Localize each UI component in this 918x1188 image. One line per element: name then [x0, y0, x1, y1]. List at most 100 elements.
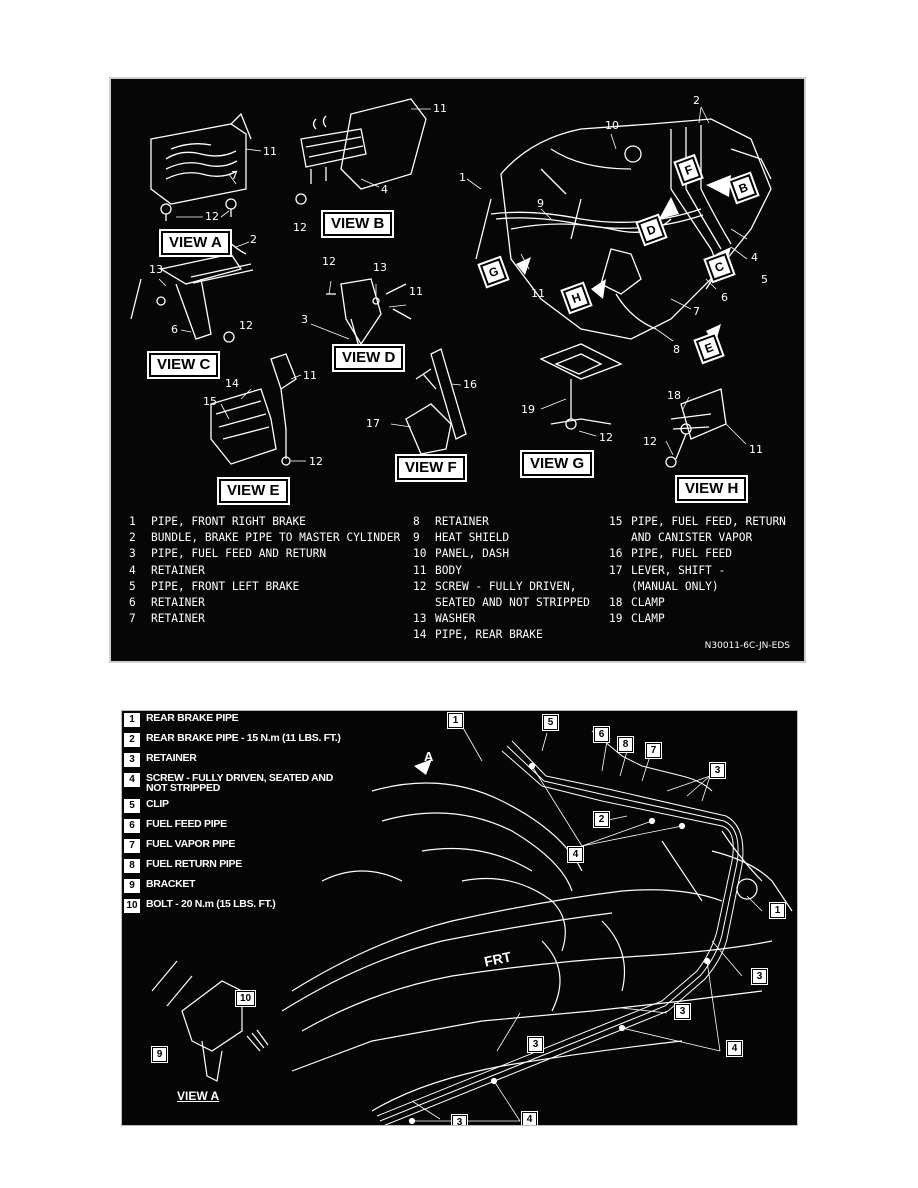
legend-number: 8 — [413, 515, 420, 528]
legend-text: RETAINER — [151, 596, 205, 610]
callout-number: 2 — [693, 94, 700, 107]
callout-tag: 9 — [151, 1046, 168, 1063]
legend-text: RETAINER — [151, 612, 205, 626]
legend-row: 10 BOLT - 20 N.m (15 LBS. FT.) — [124, 899, 351, 913]
legend-number: 15 — [609, 515, 623, 528]
legend-text: AND CANISTER VAPOR — [631, 531, 753, 545]
legend-number: 16 — [609, 547, 623, 561]
legend-row: 2 REAR BRAKE PIPE - 15 N.m (11 LBS. FT.) — [124, 733, 351, 747]
callout-tag: 4 — [521, 1111, 538, 1125]
legend-number: 5 — [129, 579, 136, 593]
callout-tag: 10 — [235, 990, 256, 1007]
legend-row: 4 SCREW - FULLY DRIVEN, SEATED AND NOT ST… — [124, 773, 351, 793]
callout-number: 12 — [322, 255, 336, 268]
callout-number: 13 — [149, 263, 163, 276]
callout-tag: 4 — [567, 846, 584, 863]
view-a-bracket-drawing — [151, 960, 269, 1082]
view-e-retainer-drawing — [210, 353, 297, 466]
legend-number: 7 — [124, 839, 140, 853]
view-d-retainer-drawing — [326, 278, 412, 355]
legend-text: SCREW - FULLY DRIVEN, SEATED AND NOT STR… — [146, 772, 333, 794]
legend-number: 6 — [129, 596, 136, 610]
document-code: N30011-6C-JN-EDS — [704, 641, 790, 651]
legend-number: 12 — [413, 579, 427, 593]
legend-text: SEATED AND NOT STRIPPED — [435, 596, 590, 610]
legend-text: RETAINER — [146, 752, 197, 764]
callout-number: 3 — [301, 313, 308, 326]
callout-number: 10 — [605, 119, 619, 132]
callout-number: 17 — [366, 417, 380, 430]
callout-number: 2 — [250, 233, 257, 246]
legend-number: 1 — [124, 713, 140, 727]
legend-number: 4 — [124, 773, 140, 787]
callout-tag: 3 — [751, 968, 768, 985]
callout-tag: 6 — [593, 726, 610, 743]
legend-number: 8 — [124, 859, 140, 873]
callout-number: 11 — [531, 287, 545, 300]
view-a-label: VIEW A — [177, 1089, 220, 1103]
callout-number: 9 — [537, 197, 544, 210]
legend-text: PIPE, FRONT RIGHT BRAKE — [151, 515, 306, 528]
legend-number: 2 — [124, 733, 140, 747]
legend-row: SEATED AND NOT STRIPPED — [413, 595, 590, 611]
callout-tag: 5 — [542, 714, 559, 731]
legend-number: 2 — [129, 531, 136, 545]
underbody-floor-drawing — [281, 782, 793, 1112]
callout-number: 12 — [205, 210, 219, 223]
legend-text: RETAINER — [151, 563, 205, 577]
legend-row: 15 PIPE, FUEL FEED, RETURN — [609, 514, 786, 530]
view-g-clamp-drawing — [539, 343, 623, 430]
callout-tag: 7 — [645, 742, 662, 759]
legend-text: PIPE, FUEL FEED AND RETURN — [151, 547, 327, 561]
legend-text: CLIP — [146, 798, 169, 810]
legend-number: 17 — [609, 563, 623, 577]
pipe-bundle-drawing — [376, 730, 744, 1125]
callout-tag: 1 — [769, 902, 786, 919]
callout-number: 8 — [673, 343, 680, 356]
legend-text: PIPE, FUEL FEED, RETURN — [631, 515, 786, 528]
callout-number: 16 — [463, 378, 477, 391]
callout-number: 12 — [309, 455, 323, 468]
legend-number: 6 — [124, 819, 140, 833]
legend-number: 10 — [124, 899, 140, 913]
legend-text: HEAT SHIELD — [435, 531, 510, 545]
view-f-shift-lever-drawing — [405, 348, 467, 455]
view-direction-arrows — [516, 175, 731, 345]
legend-text: BRACKET — [146, 878, 196, 890]
callout-number: 12 — [239, 319, 253, 332]
callout-number: 4 — [751, 251, 758, 264]
legend-number: 11 — [413, 563, 427, 577]
callout-number: 11 — [433, 102, 447, 115]
legend-text: BOLT - 20 N.m (15 LBS. FT.) — [146, 898, 276, 910]
callout-number: 6 — [171, 323, 178, 336]
legend-number: 19 — [609, 612, 623, 626]
legend-text: CLAMP — [631, 596, 665, 610]
legend-text: PANEL, DASH — [435, 547, 510, 561]
callout-tag: 2 — [593, 811, 610, 828]
view-a-label: VIEW A — [159, 229, 232, 257]
callout-number: 7 — [231, 169, 238, 182]
legend-number: 3 — [124, 753, 140, 767]
legend-row: AND CANISTER VAPOR — [609, 530, 786, 546]
callout-number: 11 — [409, 285, 423, 298]
legend-number: 18 — [609, 596, 623, 610]
view-a-retainer-drawing — [150, 112, 252, 221]
legend-number: 14 — [413, 628, 427, 642]
callout-number: 12 — [643, 435, 657, 448]
legend-text: CLAMP — [631, 612, 665, 626]
legend-text: REAR BRAKE PIPE - 15 N.m (11 LBS. FT.) — [146, 732, 341, 744]
callout-number: 11 — [749, 443, 763, 456]
callout-number: 6 — [721, 291, 728, 304]
